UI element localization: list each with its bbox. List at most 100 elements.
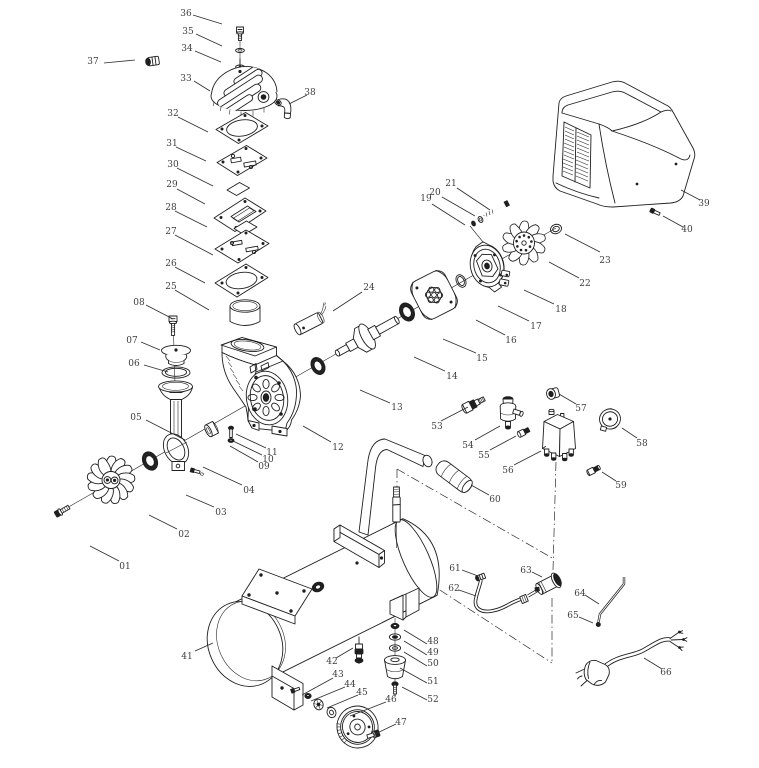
- leader-line-37: [103, 59, 136, 64]
- part-21-motor-bolt: [483, 200, 510, 217]
- leader-line-26: [174, 266, 206, 284]
- part-14-crankshaft: [334, 315, 400, 357]
- part-10-bolt: [227, 425, 235, 443]
- part-label-08: 08: [133, 298, 145, 308]
- part-label-61: 61: [449, 564, 460, 574]
- part-41-tank: [206, 518, 440, 687]
- part-label-49: 49: [427, 648, 439, 658]
- part-label-40: 40: [681, 225, 693, 235]
- part-label-26: 26: [165, 259, 177, 269]
- leader-line-29: [176, 188, 206, 205]
- part-label-55: 55: [478, 451, 490, 461]
- part-label-53: 53: [431, 422, 443, 432]
- part-label-57: 57: [575, 404, 587, 414]
- part-label-04: 04: [243, 486, 255, 496]
- leader-line-56: [513, 450, 542, 466]
- leader-line-51: [399, 667, 428, 684]
- part-04-rod-bolt: [189, 467, 204, 476]
- part-24-capacitor: [293, 302, 327, 336]
- leader-line-31: [175, 146, 207, 162]
- part-label-03: 03: [215, 508, 227, 518]
- leader-line-14: [413, 356, 446, 372]
- leader-line-20: [441, 196, 476, 217]
- part-label-33: 33: [180, 74, 192, 84]
- part-55-fitting: [516, 427, 531, 438]
- part-54-regulator: [499, 396, 524, 430]
- part-label-30: 30: [167, 160, 179, 170]
- leader-line-27: [174, 234, 214, 256]
- leader-line-44: [310, 686, 346, 702]
- leader-line-34: [194, 50, 222, 63]
- part-label-38: 38: [304, 88, 316, 98]
- part-label-62: 62: [448, 584, 459, 594]
- part-label-05: 05: [130, 413, 142, 423]
- part-25-cylinder-sleeve: [229, 299, 261, 326]
- leader-line-35: [195, 33, 223, 47]
- part-label-11: 11: [266, 448, 277, 458]
- part-label-48: 48: [427, 637, 439, 647]
- part-05-connecting-rod: [158, 380, 193, 471]
- part-64-unloader-rod: [595, 577, 626, 628]
- part-label-10: 10: [262, 455, 274, 465]
- leader-line-66: [643, 657, 663, 670]
- part-26-cylinder-gasket: [214, 263, 269, 298]
- part-label-29: 29: [166, 180, 178, 190]
- leader-line-40: [662, 215, 684, 228]
- part-label-50: 50: [427, 659, 439, 669]
- tank-foot-bracket: [271, 665, 304, 711]
- part-22-motor-fan: [501, 220, 547, 266]
- leader-line-65: [578, 616, 594, 624]
- part-31-valve-plate: [216, 145, 268, 176]
- part-16-rotor: [410, 269, 458, 321]
- part-33-cylinder-head: [210, 66, 278, 117]
- shroud-vent-grille: [561, 121, 592, 189]
- part-28-valve-sheet: [233, 220, 258, 236]
- leader-line-01: [89, 545, 120, 562]
- part-label-34: 34: [181, 44, 193, 54]
- part-39-motor-shroud: [552, 80, 696, 208]
- part-label-28: 28: [165, 203, 177, 213]
- part-label-15: 15: [476, 354, 488, 364]
- leader-line-43: [301, 677, 334, 696]
- part-48-nut: [390, 622, 400, 630]
- part-03-seal-ring: [141, 451, 159, 471]
- part-23-retaining-ring: [550, 223, 562, 235]
- part-50-washer: [388, 644, 402, 652]
- part-label-18: 18: [555, 305, 567, 315]
- leader-line-04: [202, 466, 243, 486]
- part-label-01: 01: [119, 562, 130, 572]
- part-label-66: 66: [660, 668, 672, 678]
- part-35-washer: [235, 48, 245, 53]
- part-label-35: 35: [182, 27, 194, 37]
- leader-line-25: [174, 289, 210, 311]
- part-label-65: 65: [567, 611, 579, 621]
- part-label-51: 51: [427, 677, 438, 687]
- leader-line-22: [548, 261, 580, 279]
- part-20-washer: [477, 216, 484, 223]
- part-57-gauge: [546, 387, 560, 400]
- part-59-fitting: [586, 465, 601, 476]
- part-40-shroud-screw: [649, 207, 661, 216]
- part-32-head-gasket: [215, 112, 269, 144]
- leader-line-48: [403, 629, 428, 645]
- part-label-16: 16: [505, 336, 517, 346]
- leader-line-02: [148, 514, 178, 530]
- tank-port-ring: [311, 581, 325, 593]
- part-label-60: 60: [489, 495, 501, 505]
- part-label-25: 25: [165, 282, 177, 292]
- part-58-gauge: [599, 408, 621, 432]
- leader-line-08: [145, 304, 174, 320]
- leader-line-11: [235, 433, 267, 449]
- part-label-52: 52: [427, 695, 438, 705]
- shroud-screw-hole: [674, 162, 678, 166]
- tank-handle-bracket: [333, 524, 385, 568]
- part-label-23: 23: [599, 256, 611, 266]
- part-label-31: 31: [166, 139, 177, 149]
- part-63-check-valve: [534, 572, 562, 595]
- part-49-washer: [388, 633, 402, 641]
- part-61-tube-fitting: [475, 572, 487, 582]
- part-label-47: 47: [395, 718, 407, 728]
